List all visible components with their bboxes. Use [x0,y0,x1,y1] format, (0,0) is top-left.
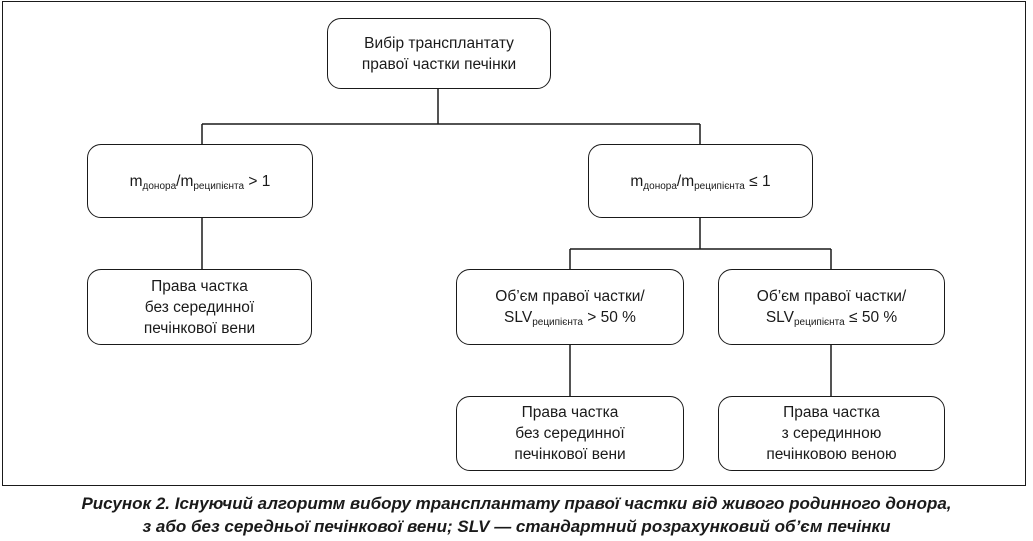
formula-m: m [630,172,644,190]
left-result-line-3: печінкової вени [143,319,256,337]
formula-slash: /m [176,172,194,190]
slv-sub-recipient: реципієнта [793,317,845,328]
result-le-line-3: печінковою веною [766,446,897,463]
left-condition-node: mдонора/mреципієнта > 1 [87,144,313,218]
formula-relation: > 1 [244,172,271,190]
root-line-1: Вибір трансплантату [364,34,514,52]
result-le-node: Права частка з серединною печінковою вен… [718,396,945,471]
volume-le-line-1: Об’єм правої частки/ [756,288,907,305]
volume-gt-node: Об’єм правої частки/ SLVреципієнта > 50 … [456,269,684,345]
formula-sub-donor: донора [643,180,677,192]
result-le-line-1: Права частка [783,404,880,421]
result-gt-line-3: печінкової вени [514,446,626,463]
slv-label: SLV [504,309,533,326]
root-line-2: правої частки печінки [361,55,517,73]
left-result-node: Права частка без серединної печінкової в… [87,269,312,345]
caption-line-2: з або без середньої печінкової вени; SLV… [142,517,891,536]
volume-le-line-2: SLVреципієнта ≤ 50 % [757,307,906,328]
caption-line-1: Рисунок 2. Існуючий алгоритм вибору тран… [81,494,952,513]
formula-m: m [129,172,143,190]
left-result-line-1: Права частка [151,277,248,295]
result-gt-line-2: без серединної [515,425,625,442]
left-condition-formula: mдонора/mреципієнта > 1 [130,171,271,192]
right-condition-node: mдонора/mреципієнта ≤ 1 [588,144,813,218]
result-gt-node: Права частка без серединної печінкової в… [456,396,684,471]
figure-frame [2,1,1026,486]
formula-slash: /m [676,172,695,190]
slv-label: SLV [765,309,794,326]
right-condition-formula: mдонора/mреципієнта ≤ 1 [630,171,770,192]
result-gt-line-1: Права частка [521,404,619,421]
result-le-line-2: з серединною [781,425,882,442]
volume-gt-line-1: Об’єм правої частки/ [495,288,645,305]
volume-gt-line-2: SLVреципієнта > 50 % [495,307,644,328]
formula-sub-donor: донора [142,180,177,192]
formula-relation: ≤ 1 [744,172,771,190]
root-node: Вибір трансплантату правої частки печінк… [327,18,551,89]
volume-le-node: Об’єм правої частки/ SLVреципієнта ≤ 50 … [718,269,945,345]
formula-sub-recipient: реципієнта [193,180,245,192]
volume-relation: > 50 % [582,309,636,326]
slv-sub-recipient: реципієнта [532,317,583,328]
volume-relation: ≤ 50 % [844,309,898,326]
left-result-line-2: без серединної [144,298,255,316]
formula-sub-recipient: реципієнта [694,180,745,192]
figure-caption: Рисунок 2. Існуючий алгоритм вибору тран… [0,492,1033,538]
